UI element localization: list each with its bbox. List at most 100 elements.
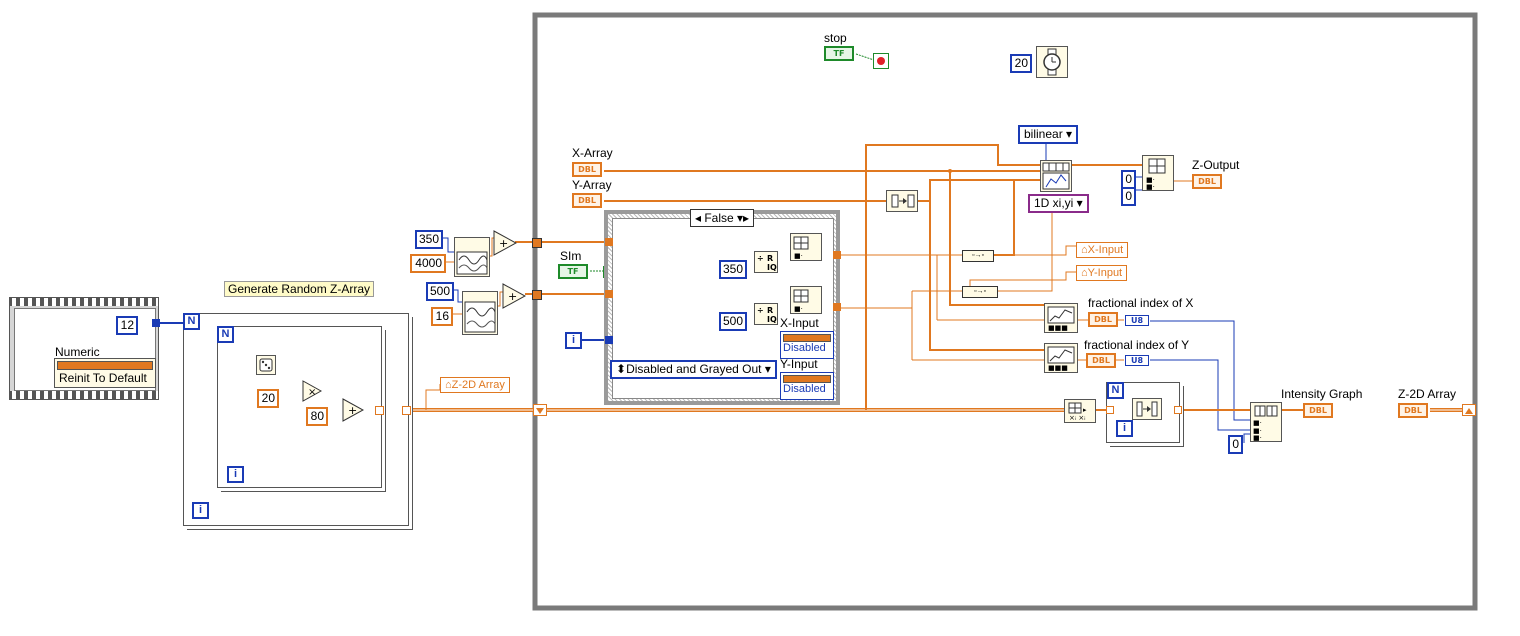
z-output-label: Z-Output bbox=[1192, 158, 1240, 172]
svg-text:÷: ÷ bbox=[757, 254, 764, 263]
y-array-subset-node[interactable]: ▫→▫ bbox=[962, 286, 998, 298]
sine1-frequency-constant[interactable]: 4000 bbox=[410, 254, 446, 273]
y-input-local-variable[interactable]: ⌂Y-Input bbox=[1076, 265, 1128, 281]
y-array-label: Y-Array bbox=[572, 178, 612, 192]
sine-wave-function-1[interactable] bbox=[454, 237, 490, 277]
x-array-subset-node[interactable]: ▫→▫ bbox=[962, 250, 994, 262]
threshold-1d-array-x[interactable]: ■■■ bbox=[1044, 303, 1078, 333]
x-array-terminal[interactable]: DBL bbox=[572, 162, 602, 177]
y-input-property-node[interactable]: Disabled bbox=[780, 372, 834, 400]
z-output-index-array[interactable]: ■·■· bbox=[1142, 155, 1174, 191]
index-array-1[interactable]: ■· bbox=[790, 233, 822, 261]
z2d-array-terminal[interactable]: DBL bbox=[1398, 403, 1428, 418]
index-array-2[interactable]: ■· bbox=[790, 286, 822, 314]
z-output-terminal[interactable]: DBL bbox=[1192, 174, 1222, 189]
interpolate-2d-function[interactable] bbox=[1040, 160, 1072, 192]
array-grid-icon: ■·■·■· bbox=[1253, 405, 1278, 441]
sine2-add-function[interactable]: + bbox=[502, 283, 526, 309]
interpolation-method-ring[interactable]: bilinear ▾ bbox=[1018, 125, 1079, 144]
disabled-state-value: Disabled and Grayed Out bbox=[626, 362, 762, 376]
numeric-property-node[interactable]: Reinit To Default bbox=[54, 358, 156, 388]
svg-text:×: × bbox=[308, 387, 316, 398]
z2d-array-local-variable[interactable]: ⌂Z-2D Array bbox=[440, 377, 510, 393]
case-tunnel-out-1 bbox=[833, 251, 841, 259]
svg-text:÷: ÷ bbox=[757, 306, 764, 315]
svg-text:■·: ■· bbox=[794, 305, 803, 313]
sine-wave-icon bbox=[464, 301, 496, 333]
x-input-property-node[interactable]: Disabled bbox=[780, 331, 834, 359]
convert-u8-x[interactable]: U8 bbox=[1125, 315, 1149, 326]
sim-terminal[interactable]: TF bbox=[558, 264, 588, 279]
convert-u8-y[interactable]: U8 bbox=[1125, 355, 1149, 366]
inner-loop-iteration-terminal: i bbox=[227, 466, 244, 483]
array-size-node[interactable]: ▸×ᵢ ×ᵢ bbox=[1064, 399, 1096, 423]
chevron-down-icon: ▾ bbox=[1073, 196, 1083, 210]
home-icon: ⌂ bbox=[445, 379, 452, 391]
svg-text:R: R bbox=[767, 254, 773, 263]
case-constant-500[interactable]: 500 bbox=[719, 312, 747, 331]
case-constant-350[interactable]: 350 bbox=[719, 260, 747, 279]
add-function[interactable]: + bbox=[342, 398, 364, 422]
stop-condition-terminal[interactable] bbox=[873, 53, 889, 69]
stop-terminal[interactable]: TF bbox=[824, 46, 854, 61]
fractional-index-x-terminal[interactable]: DBL bbox=[1088, 312, 1118, 327]
svg-text:+: + bbox=[508, 290, 517, 303]
array-grid-icon: ■·■· bbox=[1146, 158, 1166, 190]
inner-loop-count-terminal: N bbox=[217, 326, 234, 343]
case-prev-icon[interactable]: ◂ bbox=[694, 211, 701, 225]
svg-text:IQ: IQ bbox=[767, 263, 777, 272]
svg-text:■·: ■· bbox=[794, 252, 803, 260]
interp-method-value: bilinear bbox=[1024, 127, 1063, 141]
disabled-state-ring[interactable]: ⬍Disabled and Grayed Out ▾ bbox=[610, 360, 777, 379]
x-input-local-variable[interactable]: ⌂X-Input bbox=[1076, 242, 1129, 258]
svg-text:■·: ■· bbox=[1253, 434, 1262, 441]
fractional-index-y-label: fractional index of Y bbox=[1084, 338, 1190, 352]
y-input-local-label: Y-Input bbox=[1087, 267, 1123, 279]
sine1-samples-constant[interactable]: 350 bbox=[415, 230, 443, 249]
count-constant[interactable]: 12 bbox=[116, 316, 138, 335]
replace-index-constant[interactable]: 0 bbox=[1228, 435, 1243, 454]
random-offset-constant[interactable]: 80 bbox=[306, 407, 328, 426]
y-array-terminal[interactable]: DBL bbox=[572, 193, 602, 208]
svg-text:■·: ■· bbox=[1146, 176, 1155, 184]
random-number-function[interactable] bbox=[256, 355, 276, 375]
replace-array-subset-node[interactable]: ■·■·■· bbox=[1250, 402, 1282, 442]
while-tunnel-2 bbox=[532, 290, 542, 300]
case-value: False bbox=[704, 211, 734, 225]
shift-register-left bbox=[533, 404, 547, 416]
x-array-label: X-Array bbox=[572, 146, 613, 160]
sine2-frequency-constant[interactable]: 16 bbox=[431, 307, 453, 326]
threshold-1d-array-y[interactable]: ■■■ bbox=[1044, 343, 1078, 373]
chevron-down-icon: ▾ bbox=[761, 362, 771, 376]
build-array-node[interactable] bbox=[886, 190, 918, 212]
sine1-add-function[interactable]: + bbox=[493, 230, 517, 256]
quotient-remainder-icon: ÷RIQ bbox=[757, 306, 777, 324]
case-tunnel-3 bbox=[605, 336, 613, 344]
intensity-graph-terminal[interactable]: DBL bbox=[1303, 403, 1333, 418]
z-output-col-index[interactable]: 0 bbox=[1121, 187, 1136, 206]
sine-wave-function-2[interactable] bbox=[462, 291, 498, 335]
wait-ms-constant[interactable]: 20 bbox=[1010, 54, 1032, 73]
right-loop-tunnel-in bbox=[1106, 406, 1114, 414]
array-grid-icon: ■· bbox=[793, 289, 809, 313]
stop-sign-icon bbox=[877, 57, 885, 65]
sine2-samples-constant[interactable]: 500 bbox=[426, 282, 454, 301]
fractional-index-y-terminal[interactable]: DBL bbox=[1086, 353, 1116, 368]
reverse-array-node[interactable] bbox=[1132, 398, 1162, 420]
case-dropdown-icon[interactable]: ▾▸ bbox=[737, 211, 750, 225]
generate-random-label: Generate Random Z-Array bbox=[224, 281, 375, 297]
ring-arrow-icon: ⬍ bbox=[616, 362, 627, 376]
sim-label: SIm bbox=[560, 249, 582, 263]
array-grid-icon: ■· bbox=[793, 236, 809, 260]
case-selector-label[interactable]: ◂ False ▾▸ bbox=[690, 209, 754, 227]
y-input-property-label: Y-Input bbox=[780, 357, 818, 371]
count-terminal-dot bbox=[152, 319, 160, 327]
random-scale-constant[interactable]: 20 bbox=[257, 389, 279, 408]
interpolation-mode-ring[interactable]: 1D xi,yi ▾ bbox=[1028, 194, 1089, 213]
wait-ms-function[interactable] bbox=[1036, 46, 1068, 78]
svg-text:×ᵢ ×ᵢ: ×ᵢ ×ᵢ bbox=[1069, 414, 1085, 422]
multiply-function[interactable]: × bbox=[302, 380, 322, 402]
